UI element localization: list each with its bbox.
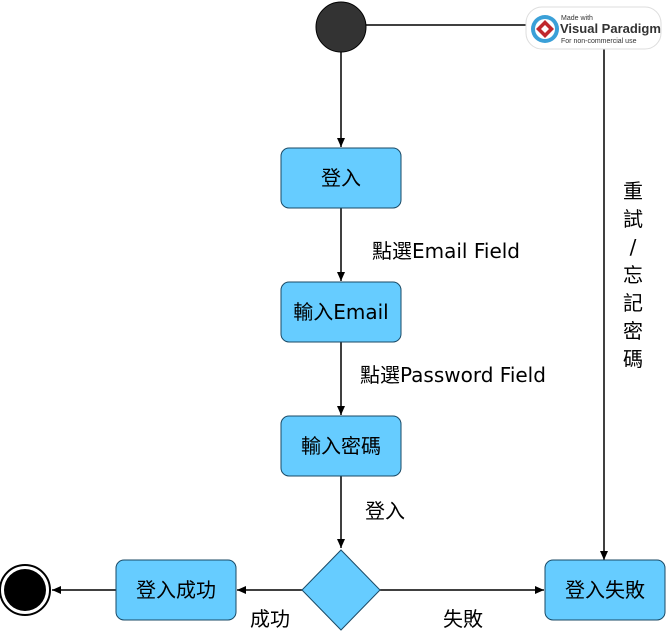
visual-paradigm-logo-icon (531, 15, 559, 43)
node-input-email: 輸入Email (280, 281, 402, 343)
watermark-note: For non-commercial use (561, 38, 637, 45)
edge-label-success: 成功 (250, 607, 290, 631)
node-input-password: 輸入密碼 (280, 415, 402, 477)
node-login-failed-label: 登入失敗 (565, 578, 645, 602)
retry-char-4: 記 (623, 291, 643, 315)
node-login-success-label: 登入成功 (136, 578, 216, 602)
node-login-success: 登入成功 (115, 559, 237, 621)
retry-char-5: 密 (623, 319, 643, 343)
retry-char-6: 碼 (623, 347, 643, 371)
retry-char-3: 忘 (623, 263, 643, 287)
retry-char-1: 試 (623, 207, 643, 231)
watermark-brand: Visual Paradigm (560, 21, 661, 36)
node-login-label: 登入 (321, 166, 361, 190)
edge-label-click-email: 點選Email Field (372, 239, 520, 263)
retry-char-0: 重 (623, 179, 643, 203)
node-input-email-label: 輸入Email (293, 300, 389, 324)
initial-state (315, 1, 367, 53)
final-state (0, 564, 51, 616)
retry-char-2: / (630, 235, 637, 259)
edge-label-click-password: 點選Password Field (360, 363, 546, 387)
watermark-made-with: Made with (561, 15, 593, 22)
decision-node (301, 549, 381, 631)
edge-label-submit-login: 登入 (365, 499, 405, 523)
node-login: 登入 (280, 147, 402, 209)
visual-paradigm-watermark: Made with Visual Paradigm For non-commer… (525, 6, 662, 50)
node-input-password-label: 輸入密碼 (301, 434, 381, 458)
node-login-failed: 登入失敗 (544, 559, 666, 621)
edge-label-retry-forgot: 重 試 / 忘 記 密 碼 (623, 179, 643, 371)
edge-start-to-failed (366, 24, 608, 560)
edge-label-failure: 失敗 (443, 607, 483, 631)
